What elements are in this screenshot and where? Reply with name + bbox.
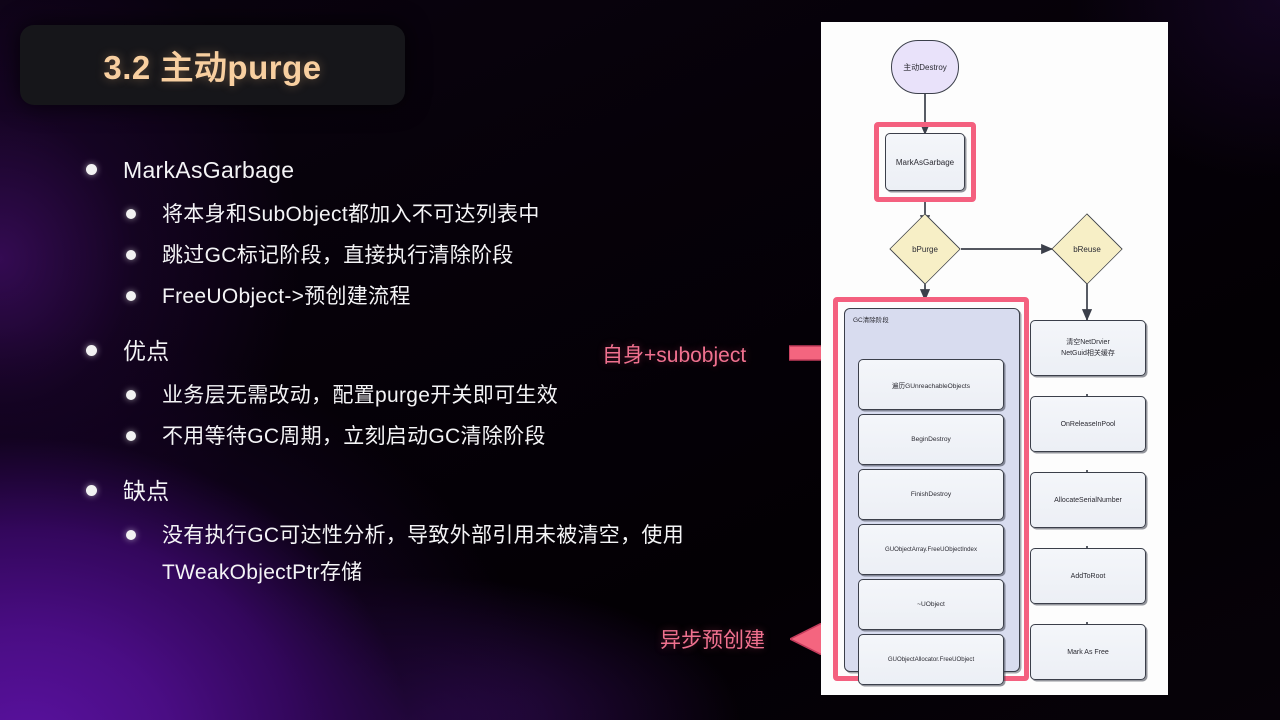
spacer xyxy=(70,459,810,471)
flow-node-allocate-serial-number[interactable]: AllocateSerialNumber xyxy=(1030,472,1146,528)
bullet-dot-icon xyxy=(126,209,136,219)
annotation-async-precreate: 异步预创建 xyxy=(660,629,765,652)
bullet-text: 业务层无需改动，配置purge开关即可生效 xyxy=(162,384,559,407)
flow-node-breuse[interactable]: bReuse xyxy=(1051,213,1123,285)
flow-node-on-release-in-pool[interactable]: OnReleaseInPool xyxy=(1030,396,1146,452)
flow-node-breuse-label: bReuse xyxy=(1073,244,1101,254)
bullet-dot-icon xyxy=(126,291,136,301)
bullet-text: 不用等待GC周期，立刻启动GC清除阶段 xyxy=(162,425,546,448)
annotation-self-subobject: 自身+subobject xyxy=(602,344,747,367)
flow-node-clear-netdriver[interactable]: 清空NetDrvier NetGuid相关缓存 xyxy=(1030,320,1146,376)
bullet-dot-icon xyxy=(86,485,97,496)
bullet-text: 缺点 xyxy=(123,478,170,504)
bullet-text: MarkAsGarbage xyxy=(123,157,295,183)
flow-node-bpurge[interactable]: bPurge xyxy=(889,213,961,285)
highlight-box-markasgarbage xyxy=(874,122,976,202)
page-title: 3.2 主动purge xyxy=(103,49,322,86)
list-item: 跳过GC标记阶段，直接执行清除阶段 xyxy=(70,237,810,274)
bullet-text: FreeUObject->预创建流程 xyxy=(162,285,411,308)
bullet-text: 将本身和SubObject都加入不可达列表中 xyxy=(162,203,540,226)
flow-node-mark-as-garbage[interactable]: MarkAsGarbage xyxy=(885,133,965,191)
flow-node-add-to-root[interactable]: AddToRoot xyxy=(1030,548,1146,604)
flowchart: 主动Destroy MarkAsGarbage bPurge bReuse GC… xyxy=(821,22,1168,695)
list-item: 不用等待GC周期，立刻启动GC清除阶段 xyxy=(70,418,810,455)
list-item: FreeUObject->预创建流程 xyxy=(70,278,810,315)
flow-node-begin-destroy[interactable]: BeginDestroy xyxy=(858,414,1004,465)
flow-node-free-uobject[interactable]: GUObjectAllocator.FreeUObject xyxy=(858,634,1004,685)
list-item: 缺点 xyxy=(70,471,810,511)
flow-node-bpurge-label: bPurge xyxy=(912,244,938,254)
list-item: 将本身和SubObject都加入不可达列表中 xyxy=(70,196,810,233)
list-item: 优点 xyxy=(70,331,810,371)
list-item: 没有执行GC可达性分析，导致外部引用未被清空，使用 TWeakObjectPtr… xyxy=(70,517,810,591)
flowchart-panel: 主动Destroy MarkAsGarbage bPurge bReuse GC… xyxy=(821,22,1168,695)
bullet-text: 优点 xyxy=(123,338,170,364)
list-item: MarkAsGarbage xyxy=(70,150,810,190)
flow-node-start[interactable]: 主动Destroy xyxy=(891,40,959,94)
bullet-dot-icon xyxy=(86,164,97,175)
bullet-dot-icon xyxy=(126,250,136,260)
bullet-list: MarkAsGarbage 将本身和SubObject都加入不可达列表中 跳过G… xyxy=(70,150,810,595)
list-item: 业务层无需改动，配置purge开关即可生效 xyxy=(70,377,810,414)
bullet-dot-icon xyxy=(126,530,136,540)
bullet-text: 跳过GC标记阶段，直接执行清除阶段 xyxy=(162,244,514,267)
bullet-text: 没有执行GC可达性分析，导致外部引用未被清空，使用 TWeakObjectPtr… xyxy=(162,524,684,584)
bullet-dot-icon xyxy=(126,431,136,441)
flow-node-traverse-unreachable[interactable]: 遍历GUnreachableObjects xyxy=(858,359,1004,410)
bullet-dot-icon xyxy=(126,390,136,400)
bullet-dot-icon xyxy=(86,345,97,356)
flow-subgraph-label: GC清除阶段 xyxy=(853,317,889,324)
slide-title-plate: 3.2 主动purge xyxy=(20,25,405,105)
flow-node-uobject-destructor[interactable]: ~UObject xyxy=(858,579,1004,630)
flow-node-mark-as-free[interactable]: Mark As Free xyxy=(1030,624,1146,680)
flow-node-finish-destroy[interactable]: FinishDestroy xyxy=(858,469,1004,520)
spacer xyxy=(70,319,810,331)
flow-node-free-uobject-index[interactable]: GUObjectArray.FreeUObjectIndex xyxy=(858,524,1004,575)
